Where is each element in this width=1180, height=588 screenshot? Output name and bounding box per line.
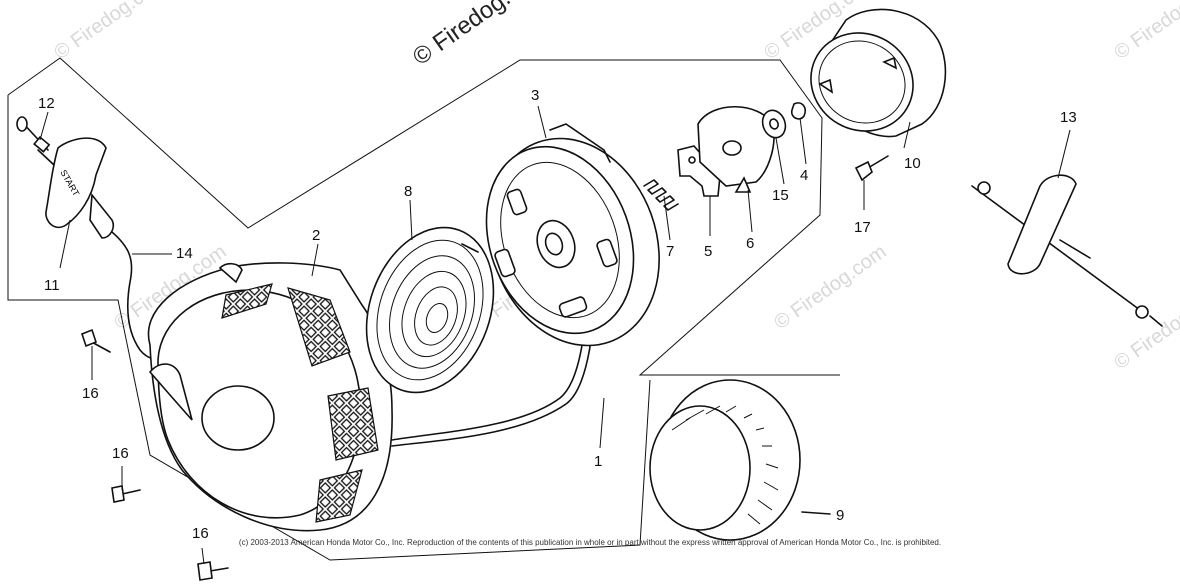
part-9-cover [649, 379, 831, 541]
part-4-clip [790, 102, 807, 120]
callout-4: 4 [800, 167, 808, 184]
callout-6: 6 [746, 235, 754, 252]
part-6-friction-plate [697, 106, 775, 193]
callout-10: 10 [904, 155, 921, 172]
part-7-spring [643, 179, 679, 211]
callouts: 12 11 14 2 3 8 7 5 6 15 4 10 17 13 1 9 1… [38, 87, 1077, 542]
callout-9: 9 [836, 507, 844, 524]
callout-7: 7 [666, 243, 674, 260]
callout-2: 2 [312, 227, 320, 244]
watermark-top-left: © Firedog.com [50, 0, 170, 64]
callout-16-bottom: 16 [192, 525, 209, 542]
assembly-outline [7, 57, 840, 561]
callout-8: 8 [404, 183, 412, 200]
callout-17: 17 [854, 219, 871, 236]
part-3-reel [485, 123, 660, 347]
callout-13: 13 [1060, 109, 1077, 126]
callout-5: 5 [704, 243, 712, 260]
part-16-bolt-middle [111, 485, 141, 503]
callout-1: 1 [594, 453, 602, 470]
watermark-top-right: © Firedog.com [1110, 0, 1180, 64]
part-8-spring [365, 226, 495, 394]
watermark-right: © Firedog.com [1110, 281, 1180, 374]
callout-15: 15 [772, 187, 789, 204]
part-15-washer [761, 109, 787, 139]
callout-16-left: 16 [82, 385, 99, 402]
watermark-center-right: © Firedog.com [770, 241, 890, 334]
part-11-handle: START [45, 137, 115, 239]
callout-14: 14 [176, 245, 193, 262]
copyright-notice: (c) 2003-2013 American Honda Motor Co., … [238, 538, 942, 547]
part-13-handle [971, 174, 1163, 327]
part-17-bolt [854, 155, 889, 182]
callout-3: 3 [531, 87, 539, 104]
part-16-bolt-left [81, 328, 111, 353]
callout-12: 12 [38, 95, 55, 112]
part-10-starter-pulley [810, 8, 947, 138]
part-12-pin [16, 116, 55, 166]
callout-11: 11 [44, 277, 60, 294]
callout-16-middle: 16 [112, 445, 129, 462]
leader-lines [39, 105, 1071, 565]
part-2-starter-case [147, 262, 393, 532]
part-16-bolt-bottom [197, 561, 229, 581]
